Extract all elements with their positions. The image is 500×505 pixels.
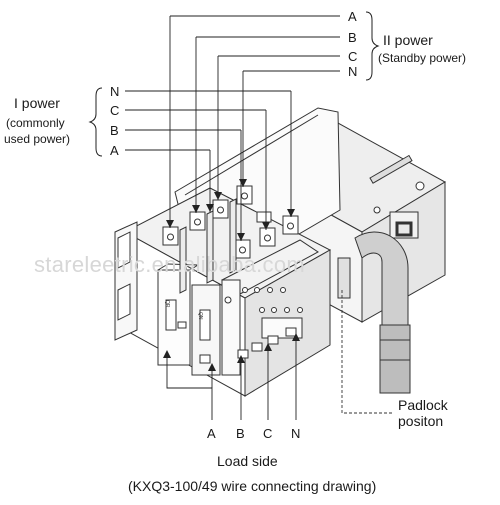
ats-device: [114, 107, 447, 397]
II-power-subtitle: (Standby power): [378, 51, 466, 65]
phase-I-A: A: [110, 143, 119, 158]
brace-I: [88, 87, 103, 157]
II-power-title: II power: [383, 32, 433, 48]
caption: (KXQ3-100/49 wire connecting drawing): [128, 478, 376, 494]
I-power-subtitle-1: (commonly: [6, 116, 65, 130]
wires-I: [125, 90, 292, 241]
I-power-title: I power: [14, 95, 60, 111]
phase-II-N: N: [348, 64, 357, 79]
brace-II: [365, 11, 380, 81]
load-phase-C: C: [263, 426, 272, 441]
load-phase-B: B: [236, 426, 245, 441]
qr-mark: QR: [164, 300, 170, 308]
phase-I-B: B: [110, 123, 119, 138]
wires-II: [169, 15, 340, 228]
phase-I-C: C: [110, 103, 119, 118]
upper-terminals-II: [234, 211, 299, 259]
phase-II-B: B: [348, 30, 357, 45]
padlock-label-1: Padlock: [398, 397, 449, 413]
padlock-leader: [341, 290, 392, 414]
phase-II-C: C: [348, 49, 357, 64]
wire-arrows-load: [163, 333, 300, 371]
load-phase-N: N: [291, 426, 300, 441]
phase-I-N: N: [110, 84, 119, 99]
phase-II-A: A: [348, 9, 357, 24]
qn-mark: QN: [197, 312, 203, 320]
load-phase-A: A: [207, 426, 216, 441]
load-side-label: Load side: [217, 453, 278, 469]
wire-arrows-I: [206, 204, 295, 241]
watermark: stareleetric.en.alibaba.com: [34, 252, 305, 277]
I-power-subtitle-2: used power): [4, 132, 70, 146]
padlock-label-2: positon: [398, 413, 443, 429]
wires-load: [166, 335, 297, 420]
